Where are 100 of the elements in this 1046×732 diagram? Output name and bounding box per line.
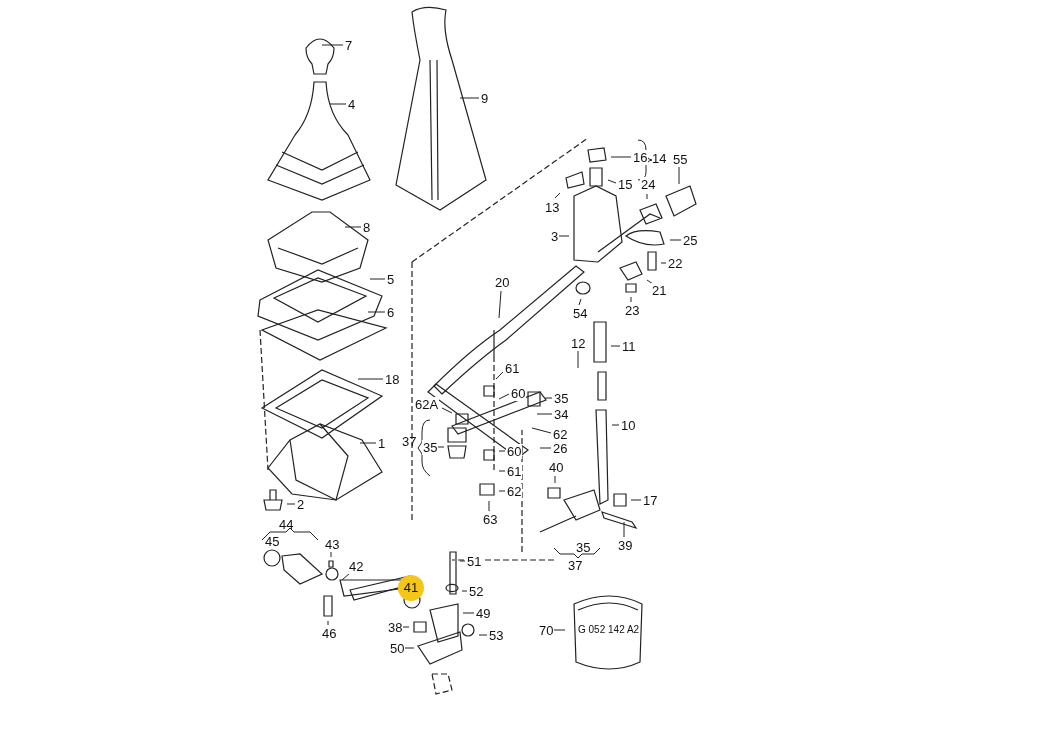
leader-line — [498, 490, 506, 492]
callout-number: 22 — [667, 256, 684, 271]
callout-number: 17 — [642, 493, 659, 508]
callout-number: 18 — [384, 372, 401, 387]
callout-number: 49 — [475, 606, 492, 621]
leader-line — [554, 192, 561, 199]
callout-number: 51 — [466, 554, 483, 569]
leader-line — [404, 647, 415, 649]
leader-line — [321, 44, 344, 46]
callout-number: 10 — [620, 418, 637, 433]
callout-number: 23 — [624, 303, 641, 318]
callout-number: 62A — [414, 397, 440, 412]
leader-line — [578, 298, 582, 306]
callout-number: 9 — [480, 91, 490, 106]
callout-number: 25 — [682, 233, 699, 248]
leader-line — [660, 262, 667, 264]
callout-number: 40 — [548, 460, 565, 475]
callout-number: 43 — [324, 537, 341, 552]
leader-line — [327, 620, 329, 626]
leader-line — [678, 166, 680, 185]
callout-number: 45 — [265, 534, 280, 549]
callout-number: 16 — [632, 150, 649, 165]
callout-number: 60 — [506, 444, 523, 459]
callout-number: 1 — [377, 436, 387, 451]
leader-line — [478, 634, 488, 636]
callout-number: 42 — [348, 559, 365, 574]
callout-number: 61 — [506, 464, 523, 479]
leader-line — [357, 378, 384, 380]
callout-number: 39 — [617, 538, 634, 553]
leader-line — [369, 278, 386, 280]
part-code: G 052 142 A2 — [578, 624, 640, 636]
callout-number: 21 — [651, 283, 668, 298]
leader-line — [495, 371, 504, 380]
leader-line — [536, 413, 553, 415]
callout-number: 55 — [672, 152, 689, 167]
leader-line — [607, 179, 617, 184]
leader-line — [554, 475, 556, 484]
leader-line — [498, 450, 506, 452]
callout-number: 52 — [468, 584, 485, 599]
leader-line — [531, 427, 552, 434]
leader-line — [462, 612, 475, 614]
callout-number: 8 — [362, 220, 372, 235]
callout-number: 5 — [386, 272, 396, 287]
leader-line — [669, 239, 682, 241]
leader-line — [329, 103, 347, 105]
leader-line — [498, 470, 506, 472]
callout-number: 20 — [494, 275, 511, 290]
brace-label: 37 — [568, 558, 583, 573]
callout-number: 6 — [386, 305, 396, 320]
callout-number: 60 — [510, 386, 527, 401]
callout-number: 13 — [544, 200, 561, 215]
callout-number: 24 — [640, 177, 657, 192]
brace-label: 35 — [576, 540, 591, 555]
callout-number: 61 — [504, 361, 521, 376]
callout-number: 38 — [387, 620, 404, 635]
leader-line — [459, 97, 480, 99]
callout-number: 11 — [621, 339, 637, 354]
leader-line — [402, 626, 410, 628]
leader-line — [367, 311, 386, 313]
leader-line — [646, 193, 648, 200]
callout-number: 12 — [570, 336, 587, 351]
callout-number: 53 — [488, 628, 505, 643]
leader-line — [461, 590, 468, 592]
leader-line — [437, 446, 445, 448]
leader-line — [630, 296, 632, 303]
leader-line — [498, 393, 510, 400]
callout-number: 3 — [550, 229, 560, 244]
callout-number: 46 — [321, 626, 338, 641]
leader-line — [286, 503, 296, 505]
callout-number: 50 — [389, 641, 406, 656]
callout-number: 35 — [422, 440, 439, 455]
callout-number: 70 — [538, 623, 555, 638]
leader-line — [441, 407, 453, 414]
leader-line — [544, 397, 553, 399]
leader-line — [610, 345, 621, 347]
callout-number: 35 — [553, 391, 570, 406]
callout-number: 63 — [482, 512, 499, 527]
callout-number: 34 — [553, 407, 570, 422]
leader-line — [330, 551, 332, 558]
leader-line — [359, 442, 377, 444]
callout-number: 26 — [552, 441, 569, 456]
leader-line — [459, 560, 466, 562]
leader-line — [344, 226, 362, 228]
leader-line — [488, 500, 490, 512]
leader-line — [539, 447, 552, 449]
leader-line — [630, 499, 642, 501]
leader-line — [577, 350, 579, 369]
leader-line — [498, 290, 502, 319]
callout-number: 41 — [398, 575, 424, 601]
callout-number: 54 — [572, 306, 589, 321]
leader-line — [623, 521, 625, 538]
leader-line — [553, 629, 566, 631]
callout-number: 2 — [296, 497, 306, 512]
leader-line — [610, 156, 632, 158]
brace-label: 37 — [402, 434, 417, 449]
leader-line — [341, 572, 351, 581]
leader-line — [557, 235, 570, 237]
callout-number: 7 — [344, 38, 354, 53]
brace-label: 44 — [279, 517, 294, 532]
brace-label: 14 — [652, 151, 667, 166]
